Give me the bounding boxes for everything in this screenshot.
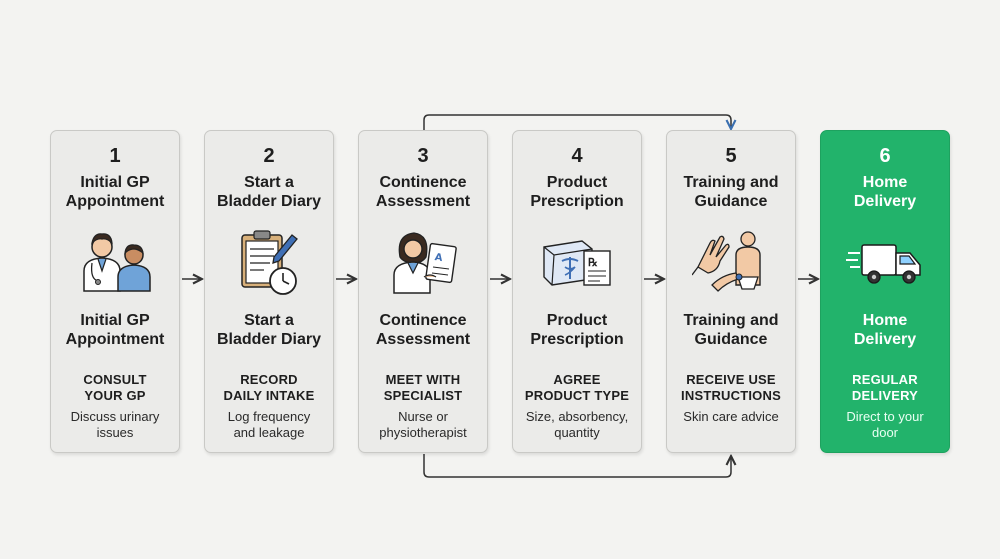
loop-arrow-top [423,114,731,130]
step-card-2: 2 Start a Bladder Diary Start a Bladder … [204,130,334,453]
step-number: 5 [725,145,737,167]
step-card-3: 3 Continence Assessment A Continence Ass… [358,130,488,453]
step-title-repeat: Continence Assessment [375,312,471,348]
step-action: CONSULT YOUR GP [83,372,147,403]
step-card-6: 6 Home Delivery Home Delivery REGULAR DE… [820,130,950,453]
step-description: Direct to your door [846,409,924,440]
delivery-van-icon [846,227,926,299]
svg-text:℞: ℞ [588,256,598,269]
step-action: REGULAR DELIVERY [851,372,919,403]
clipboard-clock-icon [230,227,310,299]
step-description: Log frequency and leakage [227,409,311,440]
step-title-repeat: Start a Bladder Diary [216,312,322,348]
step-title: Home Delivery [853,174,917,210]
step-card-4: 4 Product Prescription ℞ Product Prescri… [512,130,642,453]
step-title-repeat: Training and Guidance [683,312,779,348]
nurse-clipboard-icon: A [384,227,464,299]
step-action: RECEIVE USE INSTRUCTIONS [681,372,781,403]
step-title: Training and Guidance [683,174,779,210]
doctor-patient-icon [76,227,156,299]
step-description: Nurse or physiotherapist [379,409,467,440]
step-action: AGREE PRODUCT TYPE [524,372,630,403]
step-description: Size, absorbency, quantity [525,409,629,440]
step-number: 2 [263,145,275,167]
step-title-repeat: Initial GP Appointment [65,312,165,348]
training-icon [691,227,772,299]
step-description: Skin care advice [683,409,779,424]
step-card-5: 5 Training and Guidance Training and Gui… [666,130,796,453]
step-title: Product Prescription [530,174,624,210]
step-title-repeat: Product Prescription [530,312,624,348]
loop-arrow-bottom [423,454,731,478]
step-description: Discuss urinary issues [70,409,160,440]
step-number: 3 [417,145,429,167]
step-card-1: 1 Initial GP Appointment Initial GP Appo… [50,130,180,453]
step-number: 4 [571,145,583,167]
step-action: MEET WITH SPECIALIST [383,372,463,403]
step-number: 6 [879,145,891,167]
step-title: Continence Assessment [375,174,471,210]
step-title: Initial GP Appointment [65,174,165,210]
step-title: Start a Bladder Diary [216,174,322,210]
step-number: 1 [109,145,121,167]
step-action: RECORD DAILY INTAKE [223,372,315,403]
step-title-repeat: Home Delivery [853,312,917,348]
svg-text:A: A [434,252,443,264]
prescription-icon: ℞ [538,227,618,299]
